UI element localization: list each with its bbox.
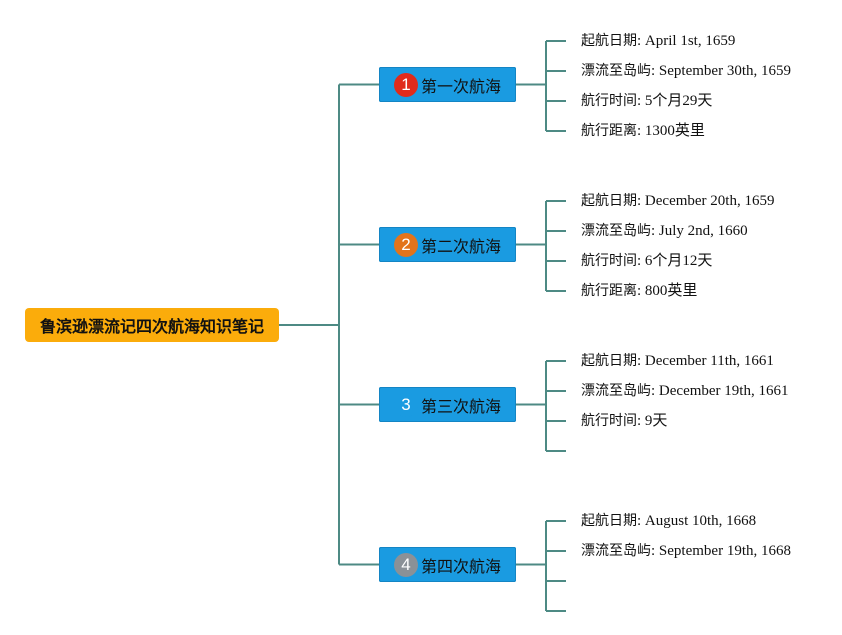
detail-separator: : (637, 253, 645, 269)
detail-key: 起航日期 (581, 33, 637, 49)
detail-key: 航行时间 (581, 253, 637, 269)
detail-value: December 11th, 1661 (644, 353, 774, 369)
detail-key: 航行时间 (581, 93, 637, 109)
detail-item[interactable]: 航行时间: 6个月12天 (581, 251, 712, 271)
detail-separator: : (637, 283, 645, 299)
detail-item[interactable]: 起航日期: August 10th, 1668 (581, 511, 756, 531)
detail-key: 起航日期 (581, 193, 637, 209)
detail-value: 1300英里 (644, 123, 705, 139)
detail-key: 起航日期 (581, 353, 637, 369)
detail-separator: : (637, 513, 645, 529)
root-topic[interactable]: 鲁滨逊漂流记四次航海知识笔记 (25, 308, 279, 342)
detail-value: September 19th, 1668 (658, 543, 791, 559)
detail-item[interactable]: 起航日期: December 20th, 1659 (581, 191, 774, 211)
detail-value: 800英里 (644, 283, 698, 299)
number-badge-icon: 4 (394, 552, 418, 577)
detail-value: April 1st, 1659 (644, 33, 736, 49)
detail-value: 9天 (644, 413, 668, 429)
root-topic-label: 鲁滨逊漂流记四次航海知识笔记 (39, 317, 264, 336)
voyage-label: 第三次航海 (421, 396, 502, 416)
detail-key: 漂流至岛屿 (581, 543, 651, 559)
detail-separator: : (637, 353, 645, 369)
detail-value: 5个月29天 (644, 93, 713, 109)
detail-value: 6个月12天 (644, 253, 713, 269)
detail-separator: : (651, 383, 659, 399)
detail-item[interactable]: 漂流至岛屿: September 30th, 1659 (581, 61, 791, 81)
detail-item[interactable]: 航行时间: 5个月29天 (581, 91, 712, 111)
voyage-label: 第二次航海 (421, 236, 502, 256)
detail-value: September 30th, 1659 (658, 63, 791, 79)
number-badge-icon: 2 (394, 232, 418, 257)
detail-item[interactable]: 漂流至岛屿: July 2nd, 1660 (581, 221, 748, 241)
detail-separator: : (637, 123, 645, 139)
detail-item[interactable]: 起航日期: December 11th, 1661 (581, 351, 774, 371)
detail-value: August 10th, 1668 (644, 513, 757, 529)
detail-key: 漂流至岛屿 (581, 383, 651, 399)
detail-item[interactable]: 航行距离: 1300英里 (581, 121, 705, 141)
detail-separator: : (651, 223, 659, 239)
detail-separator: : (637, 413, 645, 429)
detail-key: 航行距离 (581, 283, 637, 299)
detail-item[interactable]: 漂流至岛屿: September 19th, 1668 (581, 541, 791, 561)
detail-value: July 2nd, 1660 (658, 223, 748, 239)
detail-value: December 20th, 1659 (644, 193, 775, 209)
detail-key: 起航日期 (581, 513, 637, 529)
number-badge-icon: 3 (394, 392, 418, 417)
detail-value: December 19th, 1661 (658, 383, 789, 399)
detail-key: 航行距离 (581, 123, 637, 139)
detail-key: 漂流至岛屿 (581, 223, 651, 239)
detail-separator: : (651, 543, 659, 559)
detail-separator: : (637, 193, 645, 209)
detail-separator: : (637, 93, 645, 109)
detail-key: 漂流至岛屿 (581, 63, 651, 79)
detail-separator: : (651, 63, 659, 79)
detail-item[interactable]: 起航日期: April 1st, 1659 (581, 31, 735, 51)
detail-item[interactable]: 航行距离: 800英里 (581, 281, 697, 301)
number-badge-icon: 1 (394, 72, 418, 97)
voyage-label: 第一次航海 (421, 76, 502, 96)
detail-item[interactable]: 航行时间: 9天 (581, 411, 667, 431)
detail-key: 航行时间 (581, 413, 637, 429)
voyage-label: 第四次航海 (421, 556, 502, 576)
detail-item[interactable]: 漂流至岛屿: December 19th, 1661 (581, 381, 788, 401)
detail-separator: : (637, 33, 645, 49)
